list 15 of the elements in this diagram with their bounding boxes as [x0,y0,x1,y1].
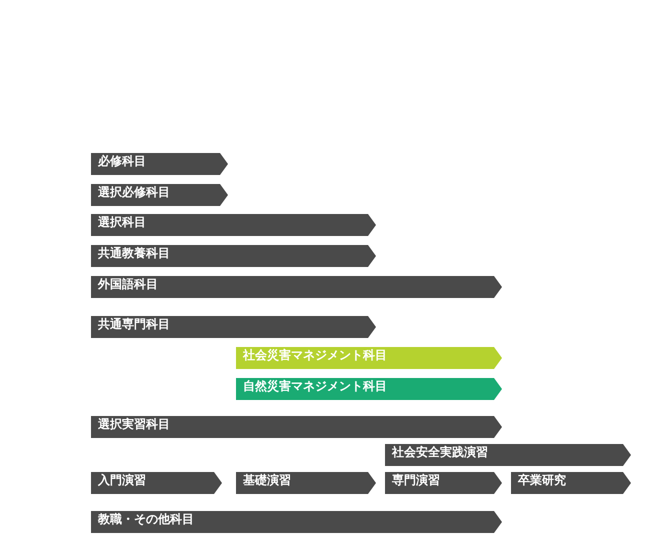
course-arrow-bar: 社会安全実践演習 [385,444,631,466]
course-arrow-bar: 選択必修科目 [91,184,228,206]
course-arrow-bar: 教職・その他科目 [91,511,502,533]
course-arrow-bar: 基礎演習 [236,472,376,494]
course-arrow-bar: 必修科目 [91,153,228,175]
course-arrow-bar: 選択科目 [91,214,376,236]
course-arrow-bar: 選択実習科目 [91,416,502,438]
course-arrow-bar: 自然災害マネジメント科目 [236,378,502,400]
course-arrow-bar: 卒業研究 [511,472,631,494]
course-arrow-bar: 共通専門科目 [91,316,376,338]
course-arrow-bar: 入門演習 [91,472,222,494]
course-arrow-bar: 社会災害マネジメント科目 [236,347,502,369]
course-arrow-bar: 専門演習 [385,472,502,494]
course-arrow-bar: 共通教養科目 [91,245,376,267]
course-arrow-bar: 外国語科目 [91,276,502,298]
